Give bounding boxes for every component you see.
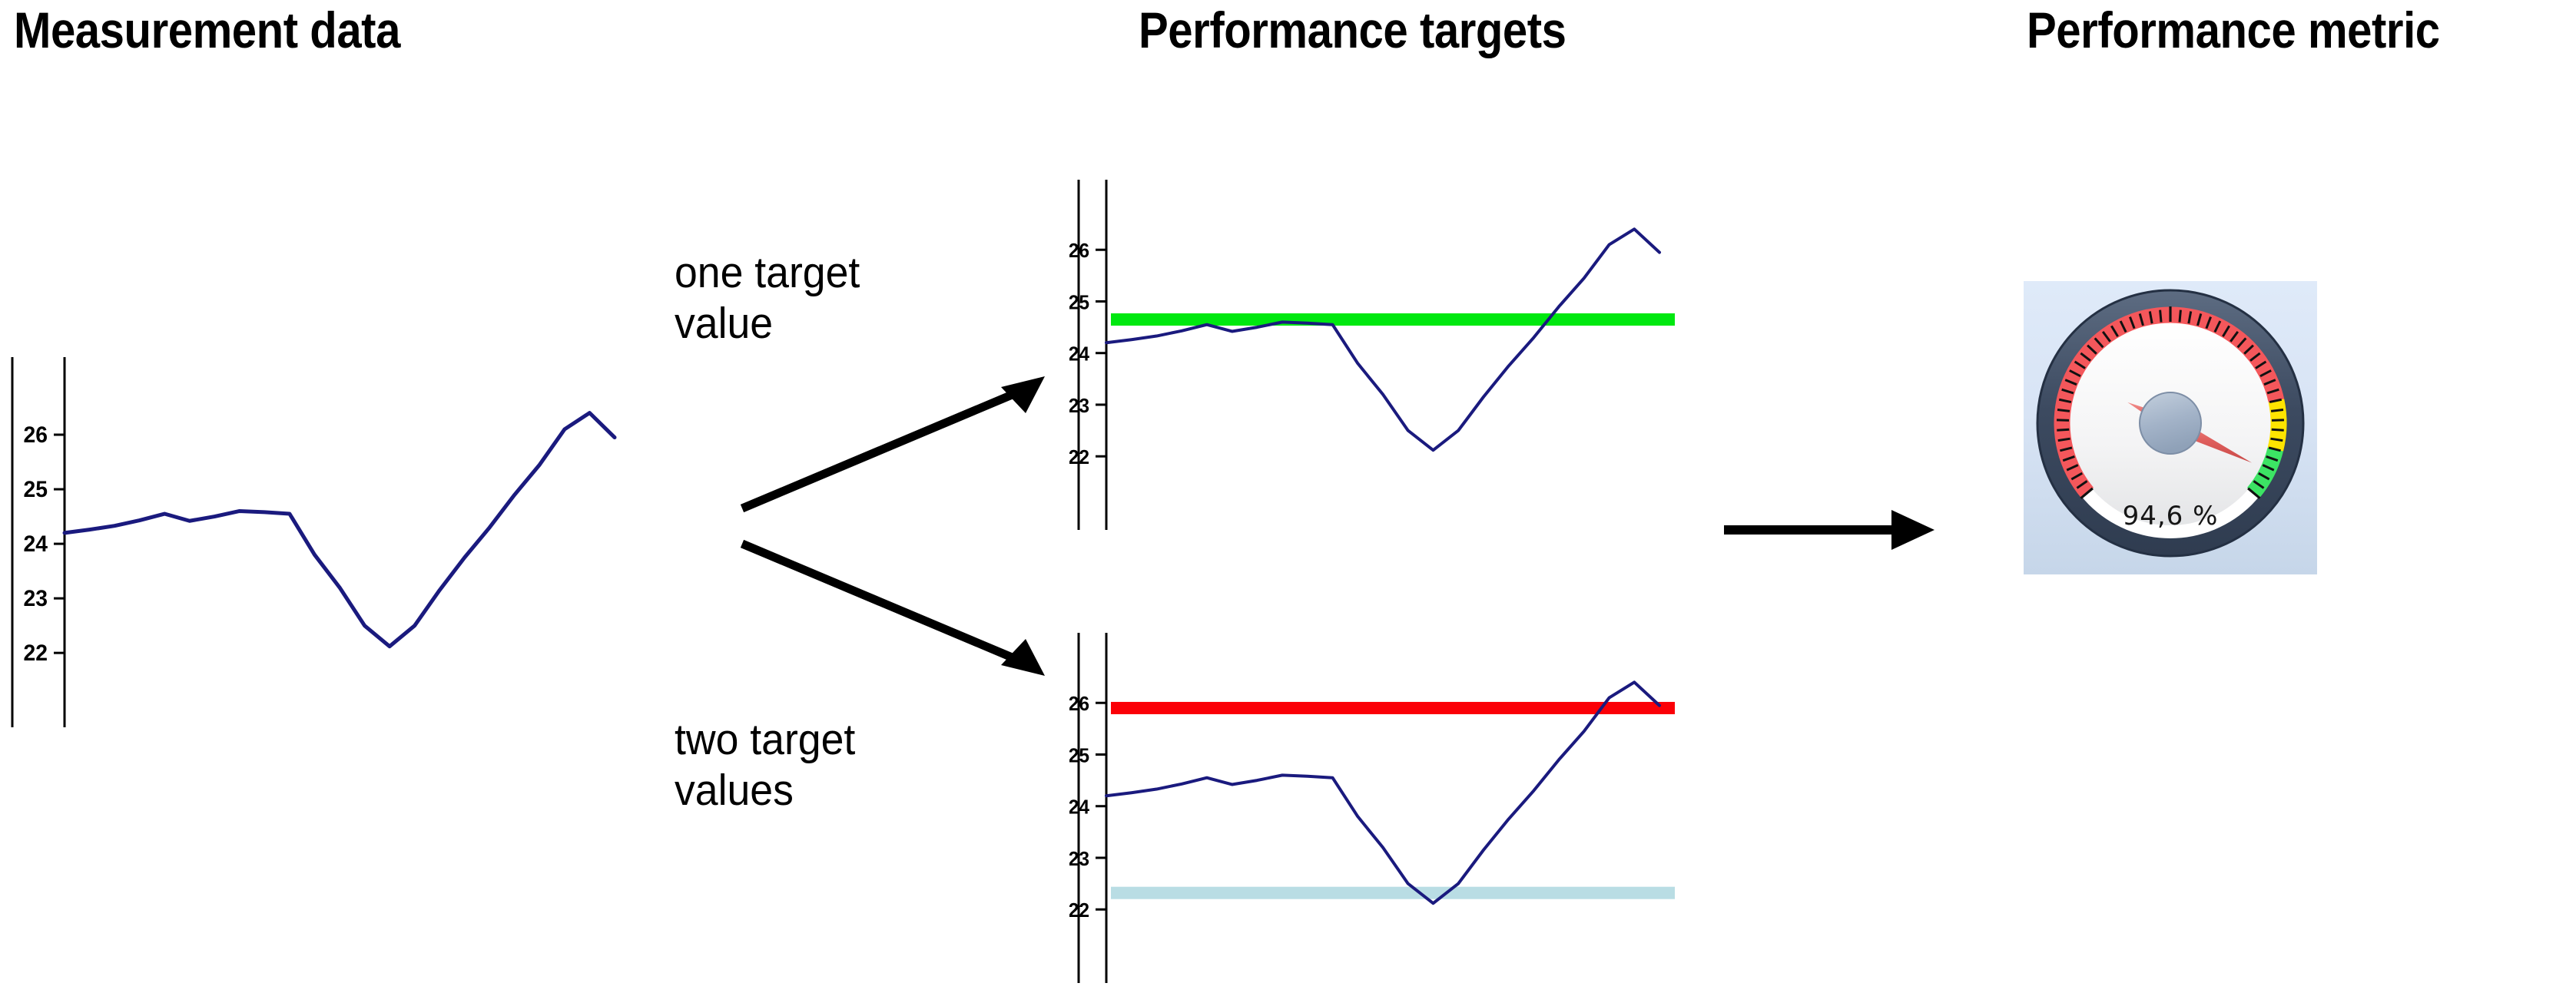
gauge-tick	[2060, 446, 2073, 452]
y-axis-tick-label: 23	[24, 586, 48, 611]
gauge-tick	[2119, 320, 2127, 333]
arrow-to-performance-metric	[1721, 507, 1944, 557]
chart-two-target-values-svg: 22 23 24 25 26	[1069, 633, 1675, 983]
gauge-tick	[2074, 360, 2086, 369]
y-axis-tick-label: 23	[1069, 394, 1089, 417]
gauge-tick	[2253, 480, 2265, 489]
performance-metric-gauge: 94,6 %	[2024, 281, 2317, 574]
gauge-tick	[2262, 464, 2275, 472]
chart-one-target-value: 22 23 24 25 26	[1069, 175, 1684, 536]
chart-one-target-value-svg: 22 23 24 25 26	[1069, 180, 1675, 530]
page-title-measurement-data: Measurement data	[14, 2, 400, 58]
gauge-tick	[2129, 316, 2136, 329]
gauge-tick	[2070, 472, 2083, 481]
gauge-hub	[2139, 392, 2202, 455]
y-axis-tick-label: 22	[24, 640, 48, 666]
gauge-tick	[2222, 325, 2230, 337]
y-axis-tick-label: 25	[1069, 743, 1089, 766]
gauge-tick	[2110, 325, 2119, 337]
arrow-to-one-target-chart	[738, 369, 1060, 518]
data-series-line	[62, 411, 617, 649]
gauge-tick	[2087, 344, 2097, 355]
gauge-tick	[2247, 487, 2261, 499]
gauge-tick	[2094, 337, 2104, 349]
gauge-tick	[2062, 455, 2075, 462]
chart-measurement-data: 22 23 24 25 26	[0, 349, 638, 733]
gauge-tick	[2236, 337, 2247, 349]
y-axis-tick-label: 23	[1069, 847, 1089, 870]
gauge-tick	[2266, 388, 2279, 395]
chart-measurement-data-svg: 22 23 24 25 26	[11, 357, 617, 727]
target-line-lower-target	[1111, 886, 1675, 899]
y-axis-tick-label: 26	[1069, 692, 1089, 715]
target-line-upper-target	[1111, 701, 1675, 714]
gauge-tick	[2270, 408, 2284, 412]
gauge-tick	[2270, 437, 2283, 442]
y-axis-tick-label: 24	[24, 531, 48, 557]
y-axis-tick-label: 24	[1069, 796, 1090, 819]
gauge-tick	[2057, 408, 2070, 412]
arrow-to-two-target-chart	[738, 538, 1060, 687]
gauge-tick	[2101, 330, 2111, 343]
gauge-tick	[2259, 369, 2272, 378]
data-series-line	[1105, 680, 1661, 905]
gauge-tick	[2187, 311, 2193, 324]
gauge-tick	[2249, 352, 2261, 362]
gauge-tick	[2263, 379, 2276, 386]
chart-two-target-values: 22 23 24 25 26	[1069, 628, 1684, 989]
gauge-tick	[2266, 455, 2279, 462]
y-axis-tick-label: 22	[1069, 445, 1089, 468]
gauge-value-label: 94,6 %	[2123, 501, 2219, 531]
gauge-tick	[2069, 369, 2081, 378]
gauge-tick	[2058, 398, 2072, 404]
gauge-tick	[2255, 360, 2267, 369]
y-axis-tick-label: 25	[1069, 290, 1089, 313]
gauge-tick	[2271, 428, 2284, 432]
gauge-zone-red	[2054, 306, 2285, 498]
y-axis-tick-label: 24	[1069, 343, 1090, 366]
gauge-tick	[2269, 398, 2283, 404]
page-title-performance-targets: Performance targets	[1139, 2, 1566, 58]
gauge-tick	[2205, 316, 2212, 329]
gauge-tick	[2066, 464, 2079, 472]
gauge-tick	[2080, 352, 2091, 362]
gauge-svg: 94,6 %	[2036, 289, 2305, 558]
gauge-tick	[2061, 388, 2074, 395]
gauge-tick	[2076, 480, 2088, 489]
gauge-tick	[2159, 309, 2163, 323]
y-axis-tick-label: 26	[1069, 239, 1089, 262]
target-line-target	[1111, 313, 1675, 326]
gauge-tick	[2258, 472, 2270, 481]
gauge-tick	[2148, 311, 2153, 324]
y-axis-tick-label: 26	[24, 422, 48, 448]
gauge-tick	[2080, 487, 2094, 499]
gauge-tick	[2213, 320, 2222, 333]
gauge-tick	[2230, 330, 2239, 343]
gauge-tick	[2057, 437, 2070, 442]
gauge-tick	[2057, 428, 2070, 432]
gauge-tick	[2268, 446, 2281, 452]
y-axis-tick-label: 22	[1069, 899, 1089, 922]
page-title-performance-metric: Performance metric	[2027, 2, 2440, 58]
flow-label-one-target-value: one target value	[675, 248, 860, 348]
gauge-tick	[2138, 313, 2144, 326]
gauge-tick	[2064, 379, 2077, 386]
data-series-line	[1105, 227, 1661, 452]
gauge-tick	[2196, 313, 2203, 326]
y-axis-tick-label: 25	[24, 477, 48, 502]
flow-label-two-target-values: two target values	[675, 715, 856, 815]
gauge-tick	[2243, 344, 2254, 355]
